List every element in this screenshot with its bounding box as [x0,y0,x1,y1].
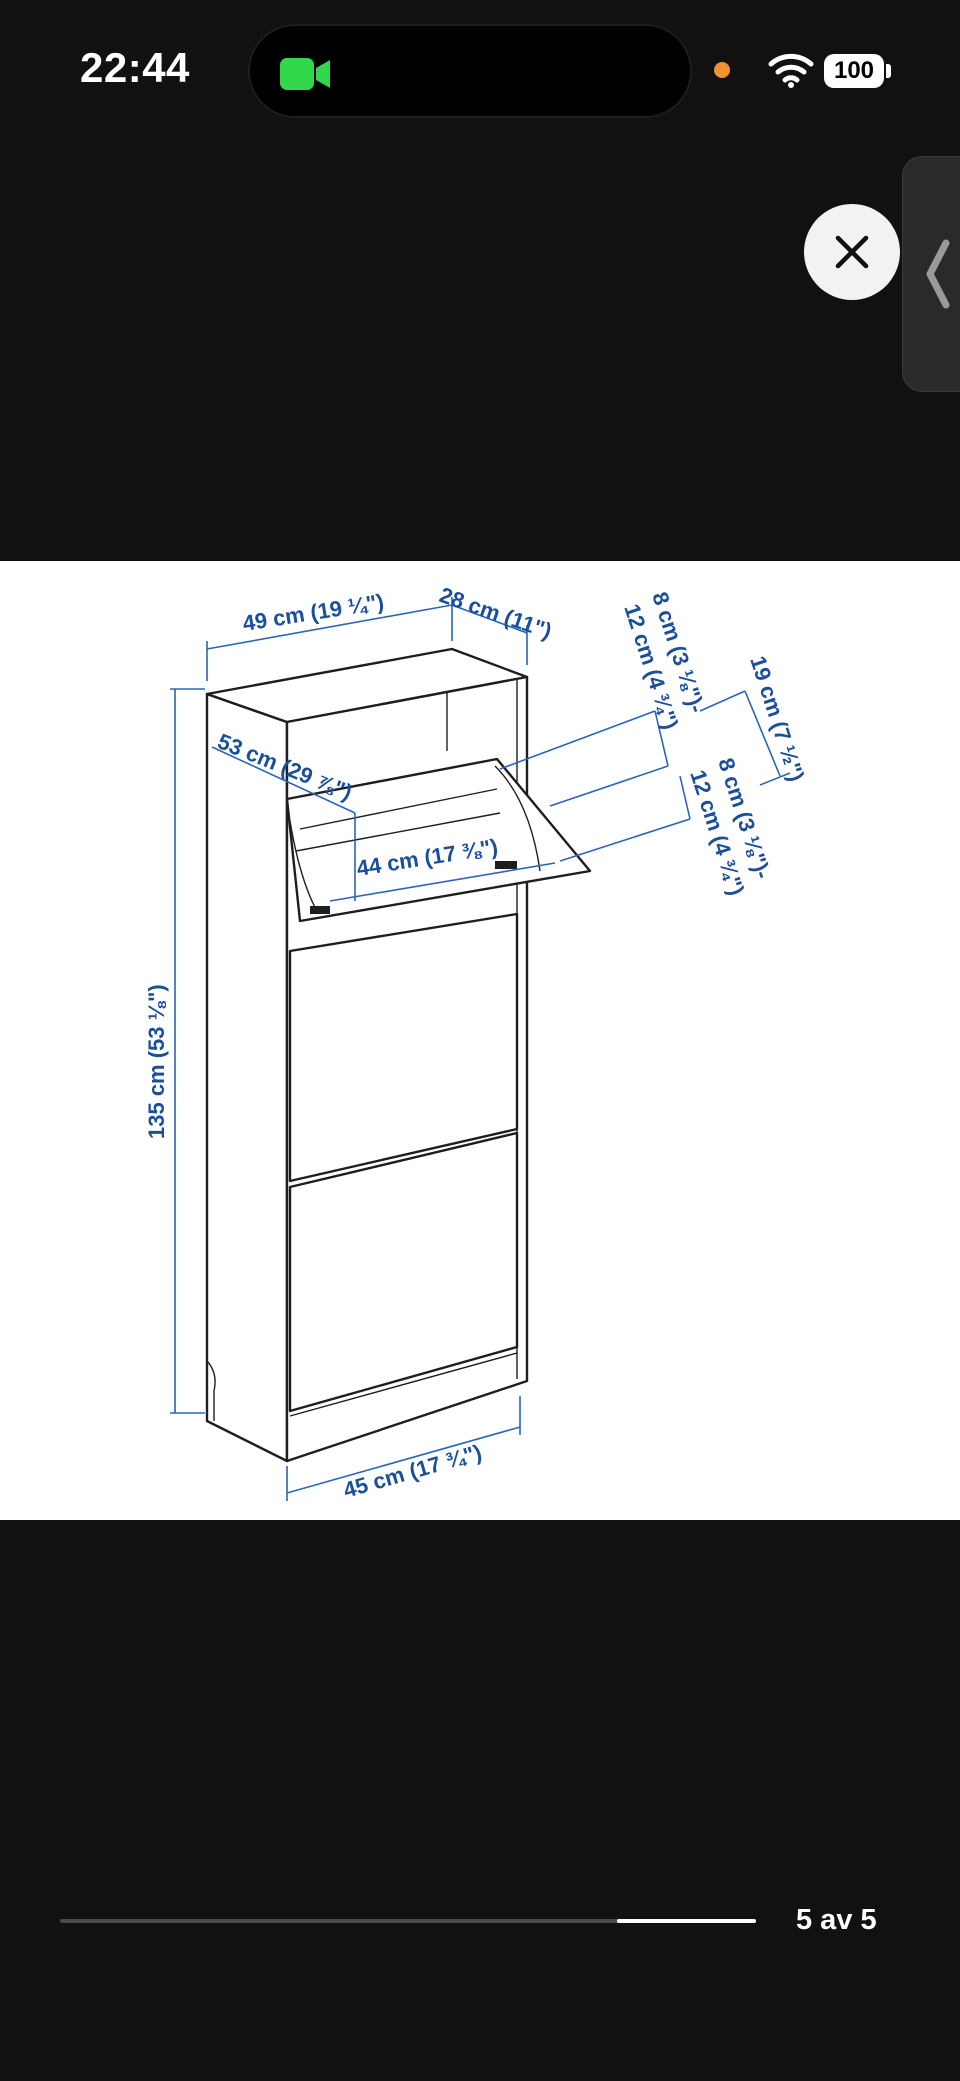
side-panel-handle[interactable] [902,156,960,392]
video-camera-icon [280,58,330,90]
close-button[interactable] [804,204,900,300]
battery-indicator: 100 [824,54,884,88]
dim-width-top: 49 cm (19 ¼") [241,589,386,636]
page-counter: 5 av 5 [796,1904,877,1936]
recording-indicator [714,62,730,78]
cabinet-side-panel [205,692,289,1463]
product-dimension-image[interactable]: 49 cm (19 ¼") 28 cm (11") 53 cm (29 ⅞") … [0,561,960,1520]
chevron-left-icon [926,239,950,309]
dim-height-total: 135 cm (53 ⅛") [144,984,169,1139]
shoe-cabinet-diagram: 49 cm (19 ¼") 28 cm (11") 53 cm (29 ⅞") … [144,582,809,1503]
dim-compartment: 19 cm (7 ½") [745,653,809,785]
wifi-icon [768,53,814,88]
dynamic-island [248,24,692,118]
drawer-middle [288,912,519,1183]
close-icon [835,235,869,269]
battery-tip [886,64,891,78]
status-time: 22:44 [80,44,190,91]
gallery-progress-fill [616,1919,756,1923]
gallery-progress-bar[interactable] [60,1919,756,1923]
status-bar: 22:44 100 [0,0,960,140]
dim-depth-top: 28 cm (11") [436,582,555,644]
open-flap [285,757,592,923]
drawer-bottom [288,1131,519,1413]
